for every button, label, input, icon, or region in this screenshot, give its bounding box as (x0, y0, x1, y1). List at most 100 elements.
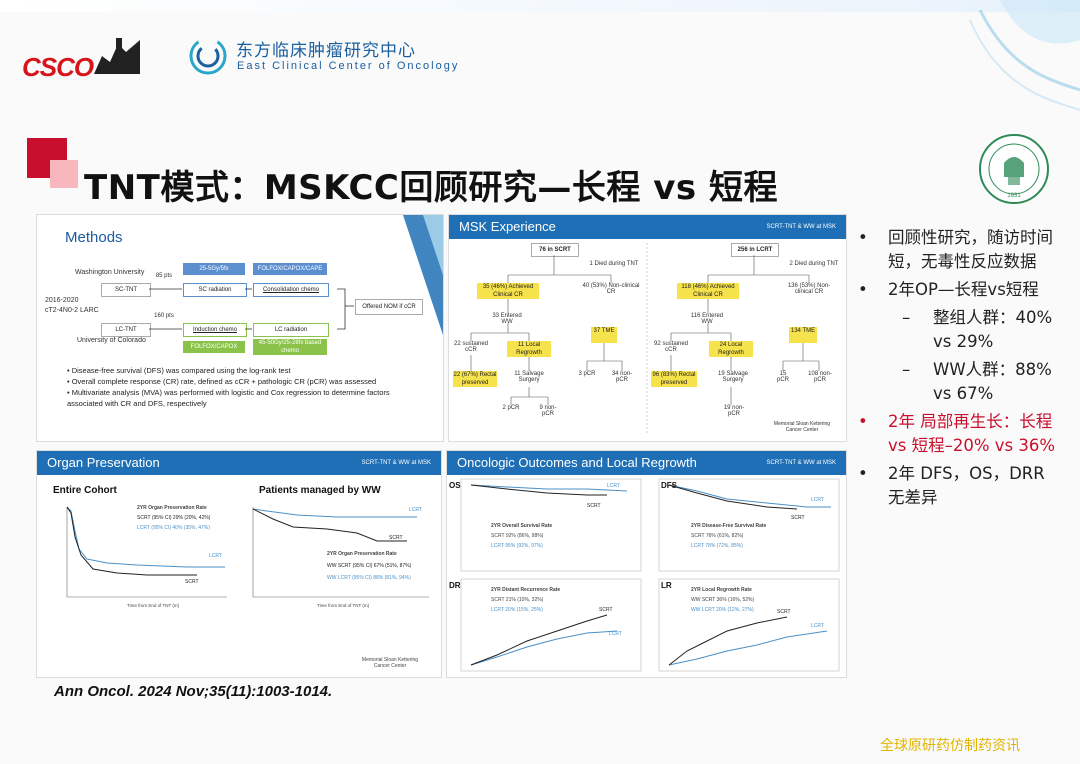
dr-lcrt: LCRT 20% (15%, 25%) (491, 607, 543, 613)
ww-scrt-curve-label: SCRT (389, 535, 403, 541)
bullet-sub-item: –WW人群：88% vs 67% (902, 360, 1052, 403)
organ-heading: Organ Preservation (47, 455, 160, 470)
sc-radiation-box: SC radiation (183, 283, 247, 297)
sc-chemo-box: FOLFOX/CAPOX/CAPE (253, 263, 327, 275)
scrt-total: 76 in SCRT (531, 243, 579, 257)
scrt-tme: 37 TME (591, 327, 617, 343)
lc-chemo-box: FOLFOX/CAPOX (183, 341, 245, 353)
organ-xlabel: Time from End of TNT (m) (127, 603, 180, 608)
methods-arrows (149, 288, 354, 330)
os-label: OS (449, 481, 461, 490)
lc-tnt-box: LC-TNT (101, 323, 151, 337)
dr-lcrt-curve-label: LCRT (609, 631, 622, 637)
dr-label: DR (449, 581, 461, 590)
onco-header: Oncologic Outcomes and Local Regrowth SCR… (447, 451, 846, 475)
ww-scrt-rate: WW SCRT (95% CI) 67% (51%, 87%) (327, 563, 412, 569)
lr-title: 2YR Local Regrowth Rate (691, 587, 752, 593)
ww-patients-label: Patients managed by WW (259, 485, 381, 496)
dfs-scrt: SCRT 76% (61%, 82%) (691, 533, 744, 539)
center-name-cn: 东方临床肿瘤研究中心 (236, 41, 416, 61)
scrt-rate: SCRT (95% CI) 29% (20%, 42%) (137, 515, 211, 521)
rate-title: 2YR Organ Preservation Rate (137, 505, 207, 511)
os-scrt: SCRT 92% (86%, 98%) (491, 533, 544, 539)
bullet-item: •2年OP—长程vs短程 (858, 280, 1039, 299)
ww-xlabel: Time from End of TNT (m) (317, 603, 370, 608)
methods-bullet: • Disease-free survival (DFS) was compar… (67, 366, 291, 375)
citation: Ann Oncol. 2024 Nov;35(11):1003-1014. (54, 683, 333, 700)
organ-km-plots: LCRT SCRT LCRT SCRT Time from End of TNT… (66, 506, 429, 608)
lcrt-regrowth: 24 Local Regrowth (709, 341, 753, 357)
scrt-rectal: 22 (67%) Rectal preserved (453, 371, 497, 387)
scrt-sustained: 22 sustained cCR (453, 341, 489, 353)
sc-dose-box: 25-5Gy/5fx (183, 263, 245, 275)
sc-tnt-box: SC-TNT (101, 283, 151, 297)
os-title: 2YR Overall Survival Rate (491, 523, 553, 529)
onco-tag: SCRT-TNT & WW at MSK (766, 460, 836, 466)
decorative-swirl (969, 0, 1080, 111)
dr-scrt: SCRT 21% (10%, 32%) (491, 597, 544, 603)
dr-title: 2YR Distant Recurrence Rate (491, 587, 561, 593)
period-label: 2016-2020 (45, 297, 79, 304)
msk-heading: MSK Experience (459, 219, 556, 234)
bullet-item-highlight: •2年 局部再生长：长程 vs 短程–20% vs 36% (858, 412, 1056, 455)
organ-msk-logo: Memorial Sloan Kettering Cancer Center (361, 657, 419, 669)
ww-lcrt-rate: WW LCRT (95% CI) 88% (81%, 94%) (327, 575, 411, 581)
summary-bullets: •回顾性研究，随访时间短，无毒性反应数据 •2年OP—长程vs短程 –整组人群：… (858, 226, 1058, 514)
lc-n: 160 pts (154, 313, 174, 319)
lcrt-rate: LCRT (95% CI) 40% (35%, 47%) (137, 525, 210, 531)
scrt-regrowth: 11 Local Regrowth (507, 341, 551, 357)
methods-bullet: • Overall complete response (CR) rate, d… (67, 377, 377, 386)
induction-box: Induction chemo (183, 323, 247, 337)
lc-dose-box: 45-50Gy/25-28fx based chemo (253, 339, 327, 355)
eccl-logo-icon (189, 37, 227, 75)
title-accent-square-light (50, 160, 78, 188)
lcrt-curve-label: LCRT (209, 553, 222, 559)
lcrt-ccr: 118 (46%) Achieved Clinical CR (677, 283, 739, 299)
consolidation-box: Consolidation chemo (253, 283, 329, 297)
dfs-lcrt-curve-label: LCRT (811, 497, 824, 503)
bullet-sub-item: –整组人群：40% vs 29% (902, 308, 1053, 351)
dfs-title: 2YR Disease-Free Survival Rate (691, 523, 767, 529)
onco-km-plots: LCRT SCRT LCRT SCRT SCRT LCRT SCRT LCRT (460, 478, 840, 672)
scrt-curve-label: SCRT (185, 579, 199, 585)
methods-bullets: • Disease-free survival (DFS) was compar… (67, 365, 417, 409)
os-lcrt-curve-label: LCRT (607, 483, 620, 489)
lcrt-tme: 134 TME (789, 327, 817, 343)
sc-n: 85 pts (155, 273, 173, 279)
slide-title: TNT模式：MSKCC回顾研究—长程 vs 短程 (84, 168, 778, 208)
scrt-salvage: 11 Salvage Surgery (514, 371, 544, 383)
footer-watermark: 全球原研药仿制药资讯 (880, 738, 1020, 754)
scrt-s-pcr: 2 pCR (502, 405, 520, 411)
msk-tag: SCRT-TNT & WW at MSK (766, 224, 836, 230)
scrt-died: 1 Died during TNT (589, 261, 639, 267)
lc-radiation-box: LC radiation (253, 323, 329, 337)
ww-rate-title: 2YR Organ Preservation Rate (327, 551, 397, 557)
wash-u-label: Washington University (75, 269, 145, 276)
entire-cohort-label: Entire Cohort (53, 485, 117, 496)
msk-experience-panel: MSK Experience SCRT-TNT & WW at MSK 76 in… (448, 214, 847, 442)
lr-scrt: WW SCRT 36% (16%, 52%) (691, 597, 755, 603)
onco-heading: Oncologic Outcomes and Local Regrowth (457, 455, 697, 470)
os-lcrt: LCRT 95% (92%, 97%) (491, 543, 543, 549)
dfs-scrt-curve-label: SCRT (791, 515, 805, 521)
stage-label: cT2-4N0-2 LARC (45, 307, 99, 314)
msk-flow-lines (470, 243, 820, 435)
lr-scrt-curve-label: SCRT (777, 609, 791, 615)
seal-year: 1931 (1007, 193, 1021, 199)
scrt-s-nonpcr: 9 non-pCR (539, 405, 557, 417)
lcrt-nonpcr: 108 non-pCR (808, 371, 832, 383)
dfs-lcrt: LCRT 78% (72%, 85%) (691, 543, 743, 549)
msk-logo: Memorial Sloan Kettering Cancer Center (773, 421, 831, 433)
lcrt-rectal: 96 (83%) Rectal preserved (651, 371, 697, 387)
bullet-item: •回顾性研究，随访时间短，无毒性反应数据 (858, 228, 1053, 271)
lr-label: LR (661, 581, 672, 590)
csco-logo: CSCO (22, 52, 94, 82)
lcrt-died: 2 Died during TNT (789, 261, 839, 267)
methods-heading: Methods (65, 229, 123, 246)
ww-lcrt-curve-label: LCRT (409, 507, 422, 513)
university-seal-icon: 1931 (979, 134, 1049, 204)
scrt-noncr: 40 (53%) Non-clinical CR (582, 283, 640, 295)
